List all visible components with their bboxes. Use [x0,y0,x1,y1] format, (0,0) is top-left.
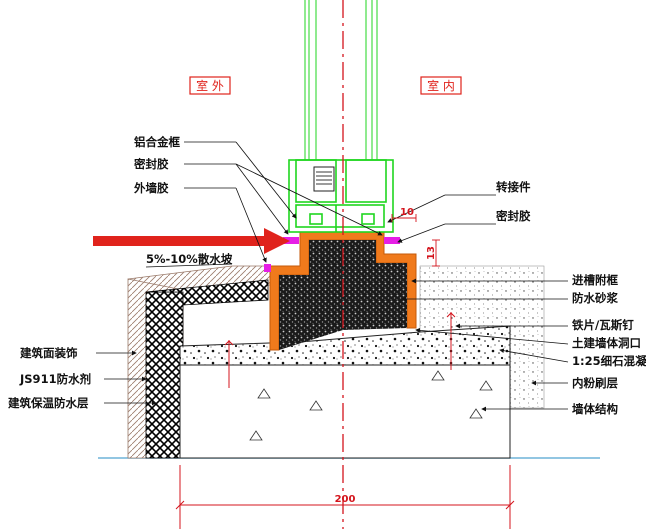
gasket-block [313,166,335,192]
dimension-13 [432,239,440,267]
label-wall-structure: 墙体结构 [572,402,618,416]
label-insulation: 建筑保温防水层 [8,396,89,410]
wall-structure [179,364,511,459]
nail-marks [224,312,456,388]
label-sealant-right: 密封胶 [495,209,531,223]
label-sub-frame: 进槽附框 [572,273,618,287]
label-waterproof-agent: JS911防水剂 [19,372,91,386]
wall-structure-triangles [249,370,493,441]
zone-inside-box [420,76,462,95]
label-wall-opening: 土建墙体洞口 [572,336,641,350]
sealant-bead-left [283,237,299,244]
zone-outside: 室 外 [196,78,224,93]
dimension-10 [391,214,417,222]
aluminum-frame-green [288,159,394,233]
dimension-10-text: 10 [400,207,414,218]
label-iron-nail: 铁片/瓦斯钉 [572,318,634,332]
sealant-bead-right [384,237,400,244]
sealant-bead-outer [264,264,271,272]
label-slope: 5%-10%散水坡 [146,252,233,266]
dimension-200-text: 200 [335,494,356,505]
label-interior-plaster: 内粉刷层 [572,376,618,390]
label-sealant-left: 密封胶 [133,157,169,171]
glass-lines [304,0,378,160]
label-fine-concrete: 1:25细石混凝土 [572,354,646,368]
dimension-13-text: 13 [426,246,437,260]
zone-inside: 室 内 [427,78,455,93]
red-arrow [93,228,290,254]
facade-wall-left [127,265,271,459]
label-waterproof-mortar: 防水砂浆 [572,291,618,305]
label-aluminum-frame: 铝合金框 [134,135,180,149]
label-facade-finish: 建筑面装饰 [20,346,78,360]
zone-outside-box [189,76,231,95]
label-exterior-sealant: 外墙胶 [133,181,169,195]
dimension-200 [175,465,515,529]
label-adapter: 转接件 [496,180,531,194]
